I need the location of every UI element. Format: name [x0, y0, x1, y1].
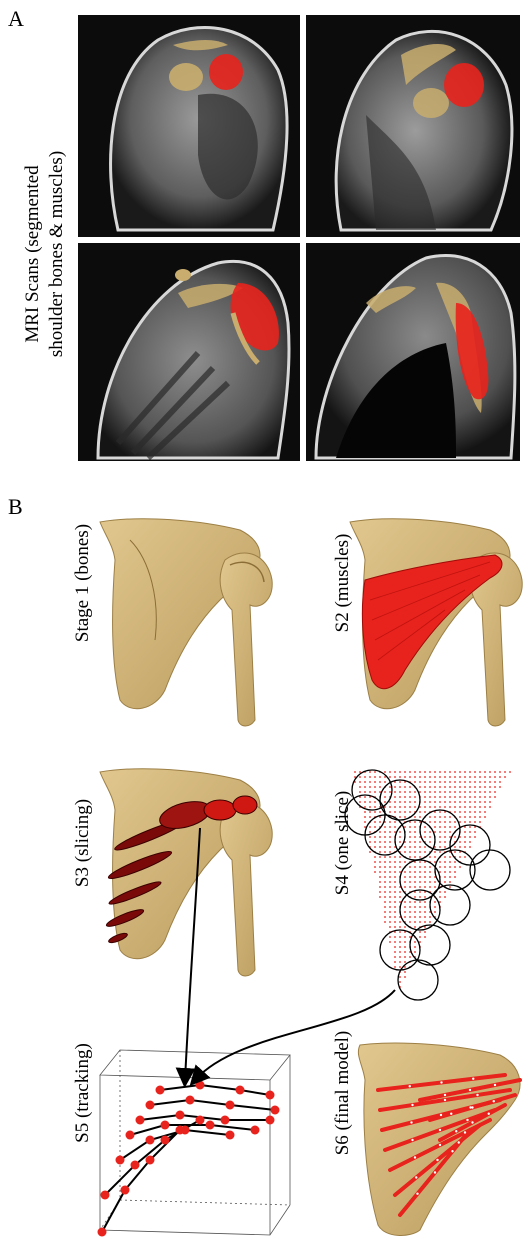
packing-circle	[430, 885, 470, 925]
stage-6-final-model	[358, 1043, 520, 1235]
track-point	[156, 1086, 165, 1095]
stage-3-slicing	[100, 769, 272, 976]
packing-circle	[450, 825, 490, 865]
stage-4-slice	[345, 770, 511, 1000]
fiber-track	[160, 1085, 270, 1095]
packing-circle	[380, 930, 420, 970]
track-point	[186, 1096, 195, 1105]
track-point	[266, 1116, 275, 1125]
track-point	[176, 1111, 185, 1120]
packing-circle	[470, 850, 510, 890]
packing-circle	[380, 780, 420, 820]
packing-circle	[365, 815, 405, 855]
track-point	[98, 1228, 107, 1237]
track-point	[226, 1131, 235, 1140]
track-point	[121, 1186, 130, 1195]
track-point	[146, 1136, 155, 1145]
track-point	[146, 1156, 155, 1165]
packing-circle	[435, 850, 475, 890]
track-point	[236, 1086, 245, 1095]
track-point	[176, 1126, 185, 1135]
fiber-track	[140, 1115, 270, 1120]
packing-circle	[410, 925, 450, 965]
packing-circle	[395, 820, 435, 860]
stage-5-tracking	[98, 1050, 291, 1237]
fiber-track	[150, 1100, 275, 1110]
packing-circle	[345, 795, 385, 835]
track-point	[136, 1116, 145, 1125]
track-point	[161, 1121, 170, 1130]
track-point	[266, 1091, 275, 1100]
track-point	[101, 1191, 110, 1200]
track-point	[146, 1101, 155, 1110]
track-point	[196, 1116, 205, 1125]
packing-circle	[398, 960, 438, 1000]
track-point	[251, 1126, 260, 1135]
packing-circle	[352, 770, 392, 810]
track-point	[126, 1131, 135, 1140]
track-point	[196, 1081, 205, 1090]
track-point	[116, 1156, 125, 1165]
infraspinatus-muscle	[362, 555, 502, 689]
stage-2-muscles	[350, 519, 522, 726]
track-point	[161, 1136, 170, 1145]
stage-1-bones	[100, 519, 272, 726]
track-point	[226, 1101, 235, 1110]
packing-circle	[400, 890, 440, 930]
track-point	[271, 1106, 280, 1115]
track-point	[221, 1116, 230, 1125]
track-point	[206, 1121, 215, 1130]
track-point	[131, 1161, 140, 1170]
packing-circle	[420, 810, 460, 850]
